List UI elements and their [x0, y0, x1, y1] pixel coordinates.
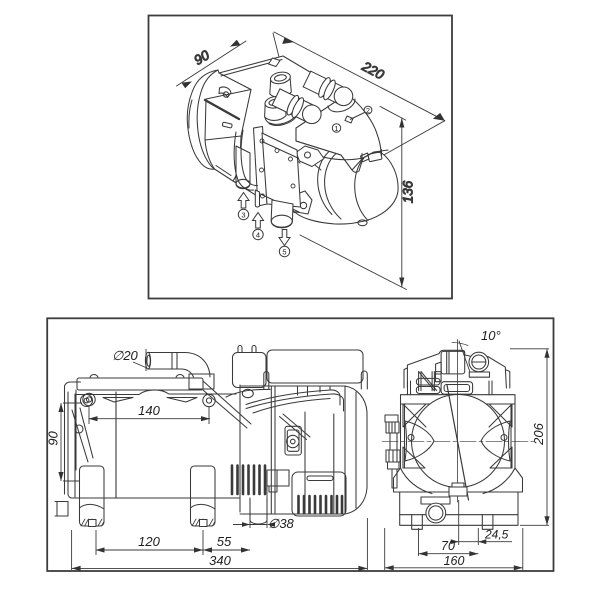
svg-text:70: 70: [441, 539, 455, 553]
svg-text:24,5: 24,5: [484, 528, 509, 542]
svg-text:1: 1: [334, 124, 338, 133]
svg-text:4: 4: [256, 230, 260, 239]
svg-text:136: 136: [401, 180, 416, 203]
svg-text:340: 340: [209, 553, 231, 568]
svg-text:2: 2: [366, 106, 370, 115]
svg-text:5: 5: [282, 247, 286, 256]
svg-text:90: 90: [46, 431, 61, 446]
svg-text:3: 3: [241, 210, 245, 219]
svg-text:140: 140: [138, 403, 160, 418]
svg-text:55: 55: [217, 534, 232, 549]
svg-text:10°: 10°: [481, 328, 501, 343]
svg-text:∅38: ∅38: [268, 516, 295, 531]
svg-text:206: 206: [531, 422, 546, 445]
svg-text:220: 220: [359, 58, 387, 83]
svg-text:∅20: ∅20: [112, 348, 139, 363]
svg-text:120: 120: [138, 534, 160, 549]
svg-text:160: 160: [444, 554, 465, 568]
